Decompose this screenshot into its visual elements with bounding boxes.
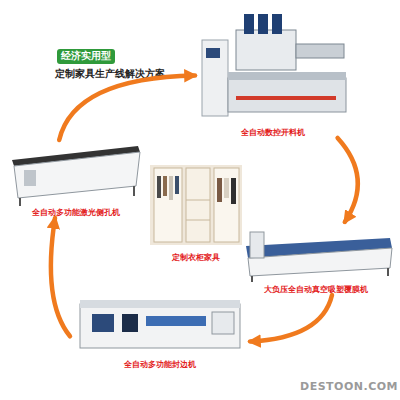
leg [251, 276, 253, 282]
edge-banding-machine [80, 300, 240, 348]
node-caption: 全自动多功能激光侧孔机 [31, 208, 121, 218]
cabinet [214, 168, 239, 242]
end-unit [212, 312, 234, 334]
loader-arm [296, 44, 344, 58]
clothes [157, 176, 161, 198]
flow-arrow [59, 76, 195, 140]
cnc-machine [202, 14, 346, 116]
drill-head [24, 170, 36, 186]
clothes [175, 176, 179, 194]
machine-top [80, 300, 240, 308]
node-caption: 全自动数控开料机 [240, 128, 306, 138]
node-caption: 大负压全自动真空吸塑覆膜机 [263, 285, 369, 295]
machine-table [228, 78, 346, 112]
machine-node: 全自动多功能激光侧孔机 [6, 140, 146, 218]
spindle [272, 14, 282, 34]
leg [387, 268, 389, 276]
vacuum-press-machine [246, 232, 392, 282]
clothes [231, 178, 236, 204]
spindle [258, 14, 268, 34]
flow-arrow [250, 295, 332, 342]
trim-unit [146, 316, 206, 326]
node-caption: 全自动多功能封边机 [123, 360, 197, 370]
screen [206, 48, 220, 58]
diagram-title: 定制家具生产线解决方案 [55, 68, 165, 81]
machine-node: 全自动多功能封边机 [70, 295, 250, 370]
cabinet [154, 168, 182, 242]
table-top [228, 72, 346, 80]
control-box [250, 232, 264, 258]
clothes [217, 178, 222, 202]
control-cabinet [202, 40, 228, 116]
wardrobe-photo [150, 165, 242, 245]
badge-label: 经济实用型 [57, 49, 115, 64]
shelf [186, 200, 210, 201]
spindle [244, 14, 254, 34]
shelf [186, 220, 210, 221]
leg [19, 198, 21, 206]
machine-node: 定制衣柜家具 [148, 164, 244, 263]
clothes [224, 178, 229, 198]
stripe [236, 96, 336, 100]
cabinet [186, 168, 210, 242]
clothes [163, 176, 167, 196]
watermark: DESTOON.COM [300, 380, 398, 393]
photo-background [150, 165, 242, 245]
leg [133, 186, 135, 196]
gantry [236, 30, 296, 70]
flow-arrow [51, 218, 70, 336]
node-caption: 定制衣柜家具 [171, 253, 221, 263]
machine-node: 全自动数控开料机 [195, 8, 350, 138]
clothes [169, 176, 173, 200]
control-panel [92, 314, 114, 332]
machine-node: 大负压全自动真空吸塑覆膜机 [236, 222, 396, 295]
glue-unit [122, 314, 138, 332]
work-table [14, 152, 140, 198]
press-body [248, 248, 392, 276]
machine-body [80, 304, 240, 348]
flow-arrow [338, 138, 358, 222]
laser-drilling-machine [12, 146, 140, 206]
